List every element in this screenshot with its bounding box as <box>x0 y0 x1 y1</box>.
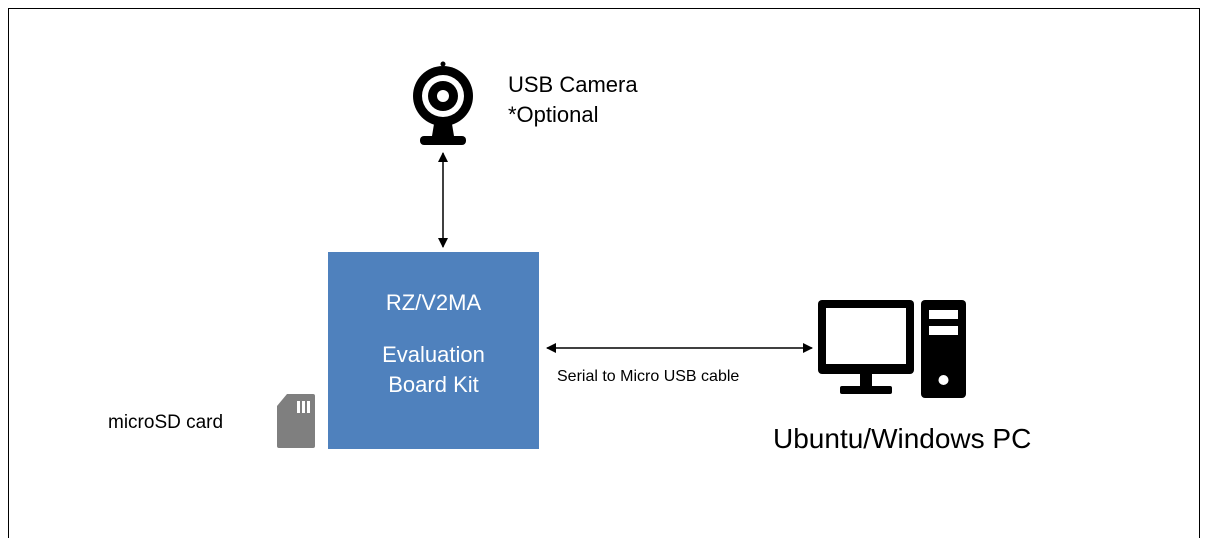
pc-label: Ubuntu/Windows PC <box>773 423 1032 454</box>
camera-label-line1: USB Camera <box>508 72 638 97</box>
webcam-icon <box>413 61 473 145</box>
board-title: RZ/V2MA <box>385 290 482 315</box>
sd-card-icon <box>277 394 315 448</box>
board-subtitle: Evaluation Board Kit <box>328 340 539 400</box>
connection-label: Serial to Micro USB cable <box>557 368 740 385</box>
desktop-pc-icon <box>818 300 966 398</box>
evaluation-board: RZ/V2MA Evaluation Board Kit <box>328 252 539 449</box>
camera-label: USB Camera *Optional <box>508 70 638 130</box>
board-subtitle-line2: Board Kit <box>388 372 479 397</box>
camera-label-line2: *Optional <box>508 102 599 127</box>
sd-card-label: microSD card <box>108 412 224 433</box>
board-subtitle-line1: Evaluation <box>382 342 485 367</box>
diagram-frame <box>8 8 1200 538</box>
